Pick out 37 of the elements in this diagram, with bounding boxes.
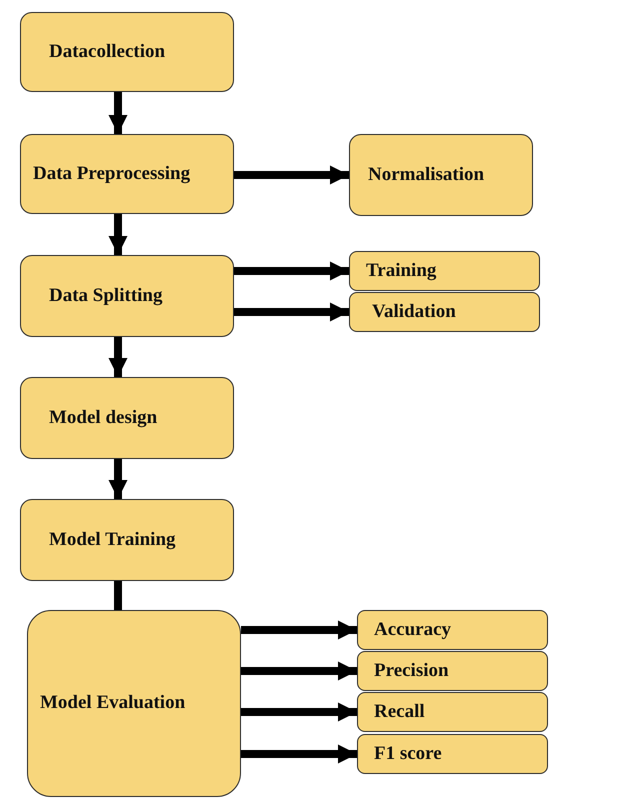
box-label: Model design: [49, 406, 158, 430]
process-box: [357, 610, 548, 650]
process-box: [349, 134, 533, 216]
box-label: F1 score: [374, 742, 442, 766]
arrow: [241, 744, 357, 764]
box-label: Training: [366, 260, 436, 282]
arrow: [108, 214, 128, 255]
box-label: Recall: [374, 700, 425, 724]
process-box: [27, 610, 241, 797]
arrow: [234, 261, 349, 281]
process-box: [20, 255, 234, 337]
arrow: [108, 92, 128, 134]
arrow: [234, 165, 349, 185]
box-label: Model Training: [49, 528, 176, 552]
process-box: [349, 251, 540, 291]
arrow: [241, 661, 357, 681]
process-box: [357, 692, 548, 732]
process-box: [20, 499, 234, 581]
box-label: Data Splitting: [49, 284, 162, 308]
box-label: Model Evaluation: [40, 692, 186, 715]
process-box: [20, 12, 234, 92]
process-box: [20, 134, 234, 214]
process-box: [357, 651, 548, 691]
arrow: [241, 620, 357, 640]
arrow: [241, 702, 357, 722]
process-box: [357, 734, 548, 774]
arrow: [108, 337, 128, 377]
box-label: Normalisation: [368, 164, 484, 186]
box-label: Validation: [372, 300, 456, 324]
box-label: Datacollection: [49, 40, 166, 64]
box-label: Accuracy: [374, 618, 452, 642]
process-box: [349, 292, 540, 332]
process-box: [20, 377, 234, 459]
box-label: Data Preprocessing: [33, 162, 190, 186]
box-label: Precision: [374, 660, 449, 682]
arrow: [234, 302, 349, 322]
arrow: [108, 459, 128, 499]
